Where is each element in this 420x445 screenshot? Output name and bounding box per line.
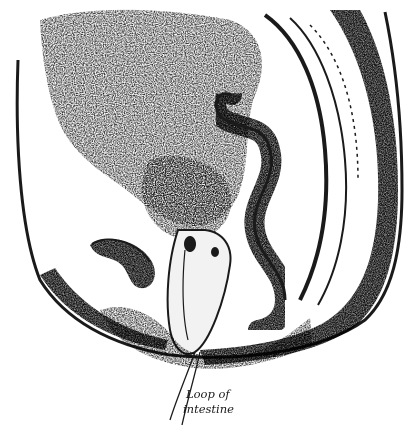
pubic-bone: [90, 239, 155, 288]
vaginal-canal: [168, 230, 231, 354]
annotation-label-line2: intestine: [183, 402, 234, 416]
annotation-label-line1: Loop of: [185, 387, 231, 401]
